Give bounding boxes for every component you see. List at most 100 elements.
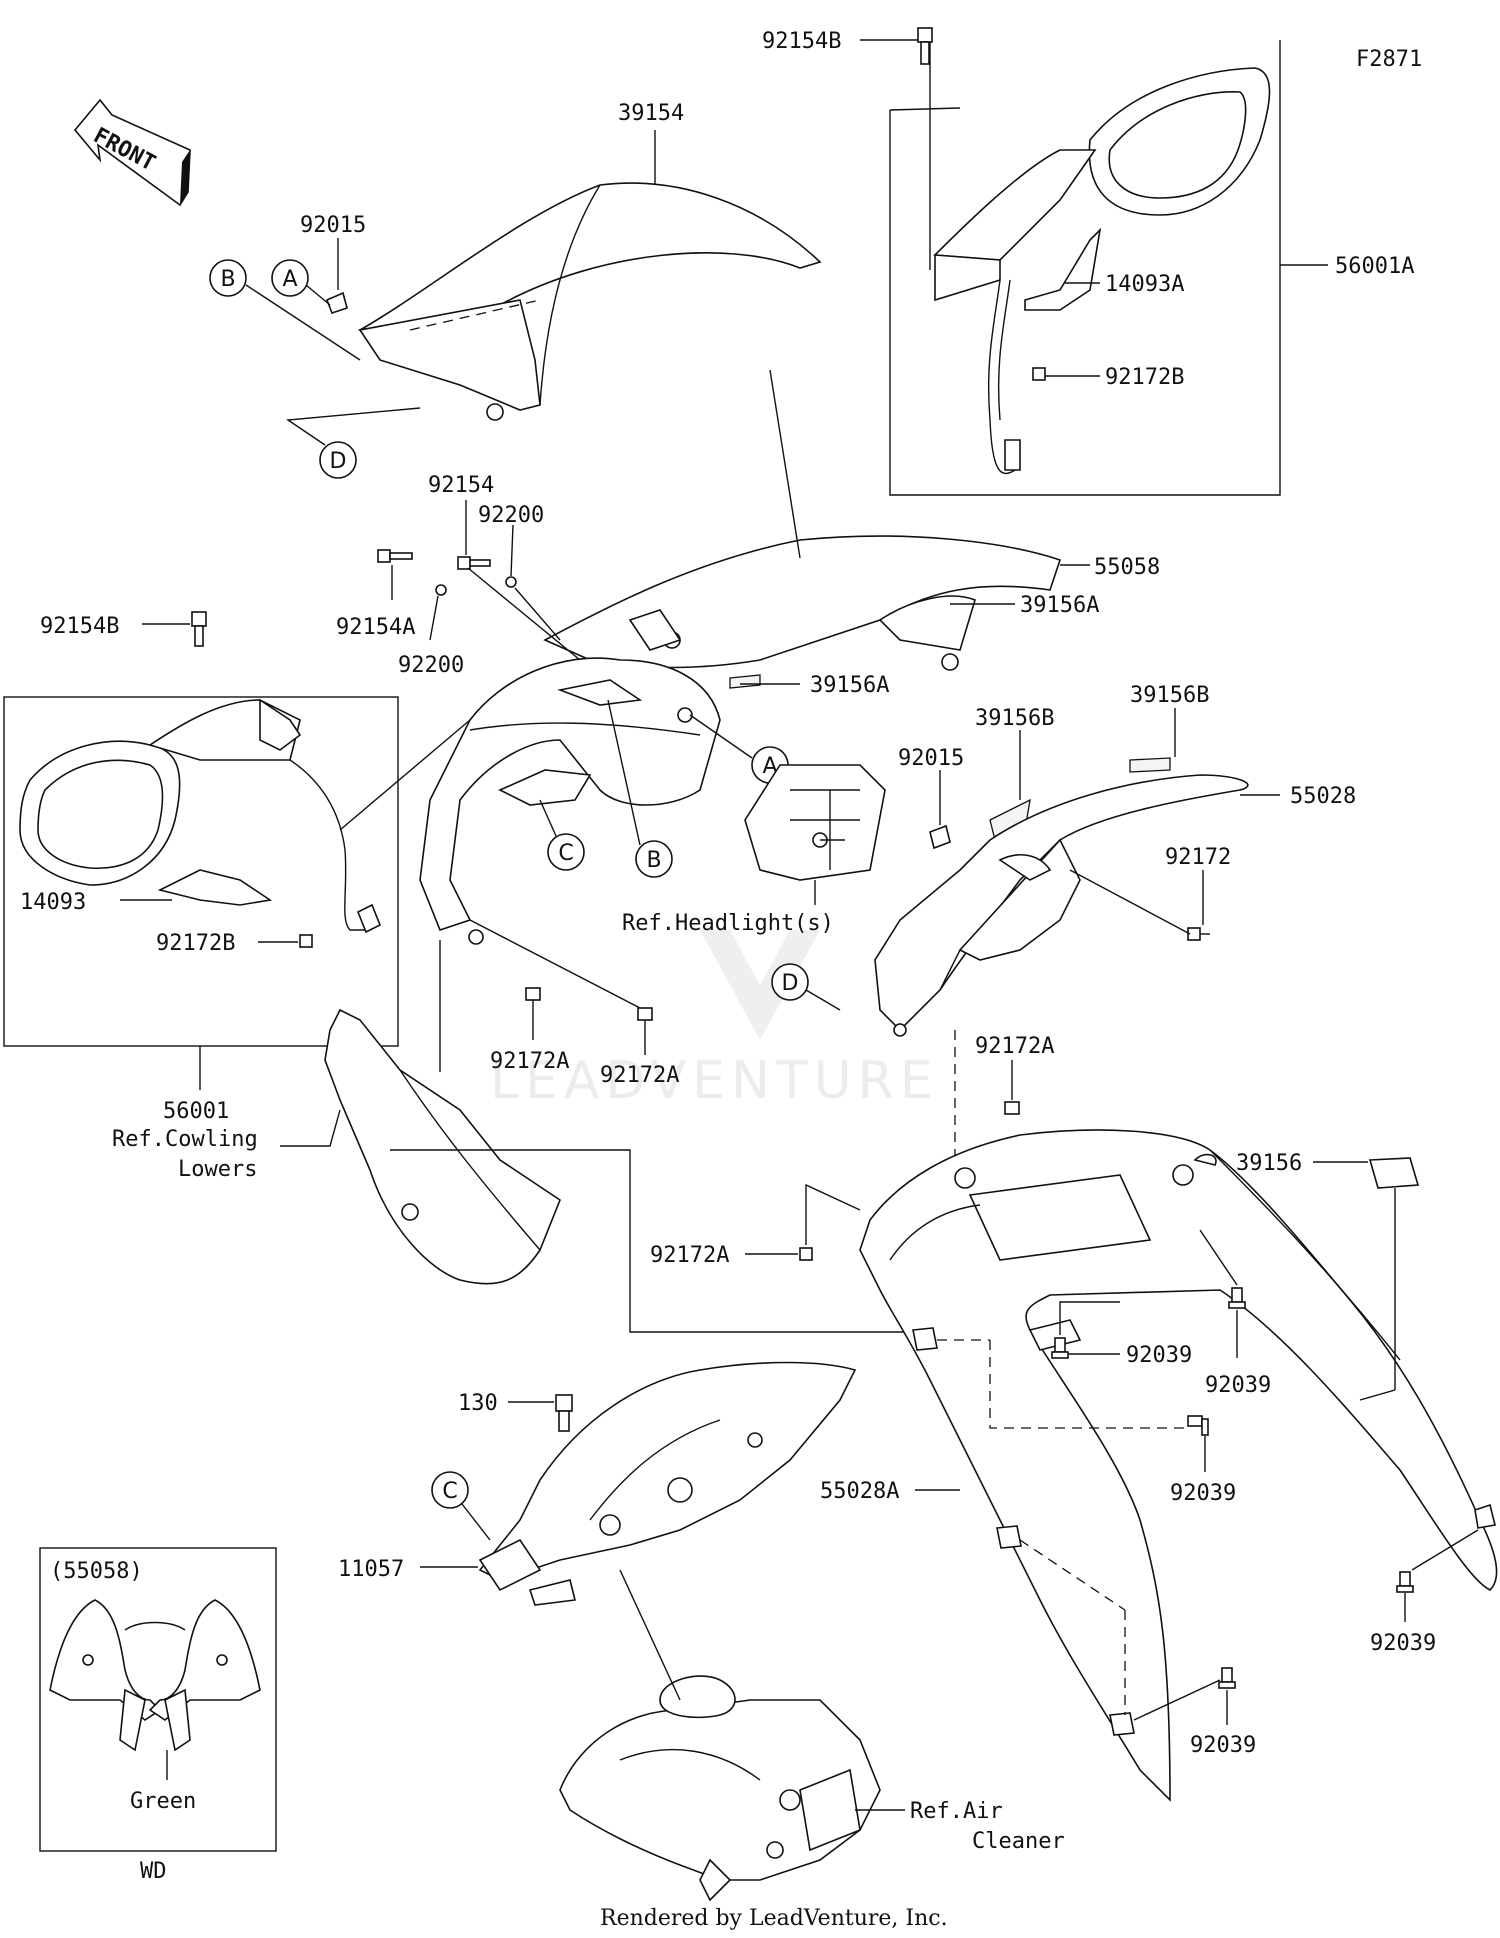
inset-title: (55058) — [50, 1559, 143, 1584]
grommet-92015-top — [325, 291, 348, 315]
inner-cowl-bracket — [419, 657, 721, 945]
lower-cowl-55028a — [859, 1129, 1498, 1802]
cowling-lowers-reference-part — [324, 1008, 561, 1285]
label-56001a: 56001A — [1335, 254, 1414, 279]
clip-92039-b — [1228, 1287, 1246, 1309]
label-92172a-b: 92172A — [600, 1063, 679, 1088]
label-130: 130 — [458, 1391, 498, 1416]
label-92039-c: 92039 — [1170, 1481, 1236, 1506]
svg-text:C: C — [558, 841, 573, 866]
label-92039-b: 92039 — [1205, 1373, 1271, 1398]
label-92172b-left: 92172B — [156, 931, 235, 956]
decal-39156b-b — [1129, 757, 1171, 773]
figure-id: F2871 — [1356, 47, 1422, 72]
watermark-text: LEADVENTURE — [490, 1051, 939, 1111]
bolt-92172b-left — [299, 934, 313, 948]
callout-d-mid: D — [771, 963, 809, 1001]
label-92154a: 92154A — [336, 615, 415, 640]
label-56001: 56001 — [163, 1099, 229, 1124]
label-92015-top: 92015 — [300, 213, 366, 238]
ref-cowling-2: Lowers — [178, 1157, 257, 1182]
label-14093: 14093 — [20, 890, 86, 915]
label-92154b-left: 92154B — [40, 614, 119, 639]
svg-text:B: B — [220, 267, 235, 292]
clip-92039-e — [1218, 1667, 1236, 1689]
clip-92039-d — [1396, 1571, 1414, 1593]
callout-a-top: A — [271, 259, 309, 297]
svg-text:D: D — [330, 449, 347, 474]
ref-air-2: Cleaner — [972, 1829, 1065, 1854]
watermark: LEADVENTURE — [490, 930, 939, 1111]
windscreen-part — [357, 182, 822, 421]
washer-92200-top — [505, 576, 517, 588]
svg-text:A: A — [282, 267, 297, 292]
label-92154: 92154 — [428, 473, 494, 498]
front-arrow-icon: FRONT — [73, 98, 191, 207]
bolt-92154a — [377, 549, 413, 563]
air-cleaner-reference-part — [559, 1675, 881, 1902]
label-92172a-a: 92172A — [490, 1049, 569, 1074]
label-55028a: 55028A — [820, 1479, 899, 1504]
label-92015-mid: 92015 — [898, 746, 964, 771]
bolt-92154b-left — [191, 611, 207, 647]
label-92039-a: 92039 — [1126, 1343, 1192, 1368]
svg-text:B: B — [646, 848, 661, 873]
label-39156: 39156 — [1236, 1151, 1302, 1176]
decal-39156 — [1368, 1157, 1420, 1189]
svg-text:D: D — [782, 971, 799, 996]
clip-92039-a — [1051, 1337, 1069, 1359]
bracket-11057 — [478, 1361, 857, 1606]
callout-c-bot: C — [431, 1471, 469, 1509]
label-92200-top: 92200 — [478, 503, 544, 528]
label-14093a: 14093A — [1105, 272, 1184, 297]
label-92039-d: 92039 — [1370, 1631, 1436, 1656]
label-92039-e: 92039 — [1190, 1733, 1256, 1758]
callout-d-top: D — [319, 441, 357, 479]
bolt-130 — [555, 1394, 573, 1432]
bolt-92172b-top — [1032, 367, 1046, 381]
label-92172a-c: 92172A — [975, 1034, 1054, 1059]
label-39154: 39154 — [618, 101, 684, 126]
label-92154b-top: 92154B — [762, 29, 841, 54]
side-cowl-55028 — [874, 774, 1249, 1037]
footer-credit: Rendered by LeadVenture, Inc. — [600, 1906, 948, 1931]
washer-92200-bot — [435, 584, 447, 596]
label-92172: 92172 — [1165, 845, 1231, 870]
ref-air-1: Ref.Air — [910, 1799, 1003, 1824]
label-39156b-b: 39156B — [1130, 683, 1209, 708]
label-55058: 55058 — [1094, 555, 1160, 580]
label-11057: 11057 — [338, 1557, 404, 1582]
bolt-92172a-c — [1004, 1101, 1020, 1115]
ref-headlight: Ref.Headlight(s) — [622, 911, 834, 936]
headlight-reference-part — [744, 764, 886, 881]
inset-55058-green: (55058) — [39, 1547, 277, 1852]
label-92172b-top: 92172B — [1105, 365, 1184, 390]
mirror-56001-box — [3, 696, 399, 1047]
label-92172a-d: 92172A — [650, 1243, 729, 1268]
bolt-92154b-top — [917, 27, 933, 65]
upper-cowl-55058 — [543, 535, 1062, 671]
ref-cowling-1: Ref.Cowling — [112, 1127, 258, 1152]
inset-color: Green — [130, 1789, 196, 1814]
bolt-92172 — [1187, 927, 1210, 941]
callout-b-top: B — [209, 259, 247, 297]
label-39156a-b: 39156A — [810, 673, 889, 698]
svg-text:C: C — [442, 1479, 457, 1504]
grommet-92015-mid — [929, 824, 951, 850]
bolt-92154 — [457, 556, 491, 570]
mirror-56001a-box — [889, 40, 1281, 496]
label-55028: 55028 — [1290, 784, 1356, 809]
callout-c-mid: C — [547, 833, 585, 871]
clip-92039-c — [1187, 1415, 1209, 1436]
callout-b-mid: B — [635, 840, 673, 878]
svg-text:A: A — [762, 754, 777, 779]
label-92200-bot: 92200 — [398, 653, 464, 678]
inset-code: WD — [140, 1859, 167, 1884]
bolt-92172a-a — [525, 987, 541, 1001]
label-39156a-a: 39156A — [1020, 593, 1099, 618]
bolt-92172a-b — [637, 1007, 653, 1021]
label-39156b-a: 39156B — [975, 706, 1054, 731]
bolt-92172a-d — [799, 1247, 813, 1261]
